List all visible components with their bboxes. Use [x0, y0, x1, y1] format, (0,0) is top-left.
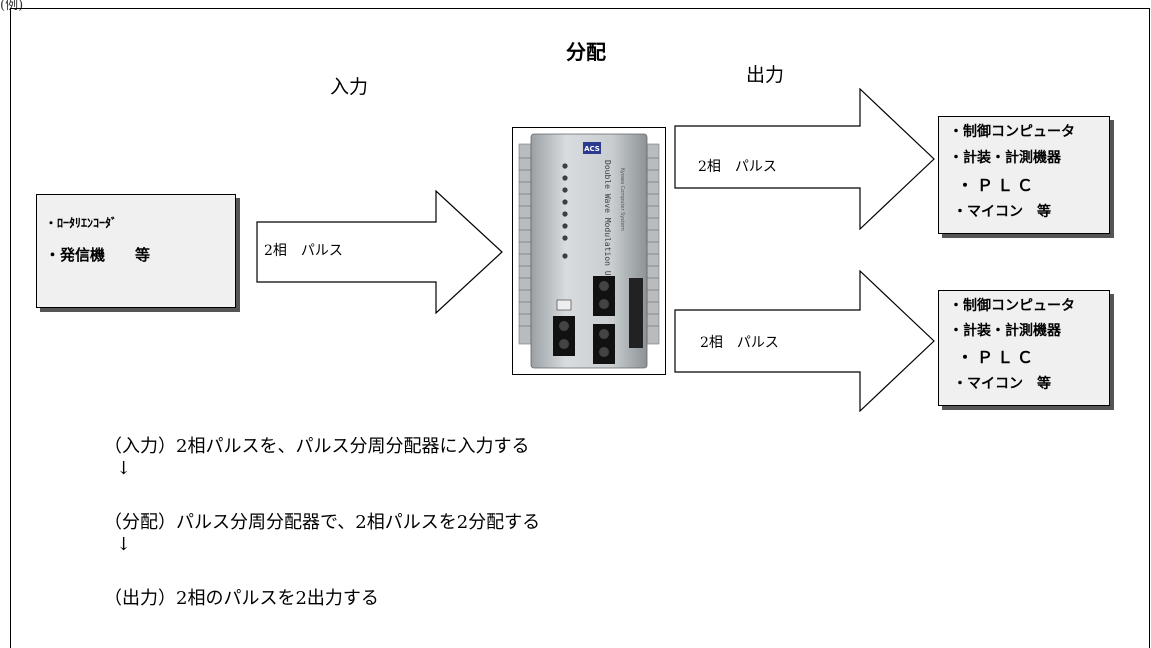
device-vendor-label: Kyowa Computer System — [619, 168, 625, 231]
output-arrow-bottom — [674, 270, 935, 412]
target-top-line-computer: ・制御コンピュータ — [949, 124, 1075, 140]
device-panel-label: Double Wave Modulation Unit — [603, 160, 612, 290]
example-label: (例) — [0, 0, 24, 13]
flow-step-distribute: （分配）パルス分周分配器で、2相パルスを2分配する — [104, 512, 541, 533]
target-top-line-instruments: ・計装・計測機器 — [949, 150, 1061, 166]
target-top-line-plc: ・ＰＬＣ — [957, 176, 1038, 195]
target-bottom-line-plc: ・ＰＬＣ — [957, 348, 1038, 367]
flow-down-arrow-1: ↓ — [116, 458, 132, 479]
flow-step-input: （入力）2相パルスを、パルス分周分配器に入力する — [104, 436, 530, 457]
pulse-divider-device-image: ACS Double Wave Modulation Unit Kyowa Co… — [518, 133, 660, 369]
target-box-top: ・制御コンピュータ ・計装・計測機器 ・ＰＬＣ ・マイコン 等 — [938, 116, 1110, 234]
input-heading: 入力 — [330, 76, 369, 98]
distribute-heading: 分配 — [566, 40, 606, 64]
output-heading: 出力 — [746, 64, 785, 86]
flow-step-output: （出力）2相のパルスを2出力する — [104, 588, 379, 609]
output-arrow-bottom-label: 2相 パルス — [700, 335, 779, 351]
target-top-line-microcomputer: ・マイコン 等 — [953, 204, 1051, 220]
input-arrow-label: 2相 パルス — [264, 243, 343, 259]
device-logo: ACS — [584, 145, 600, 153]
target-bottom-line-computer: ・制御コンピュータ — [949, 298, 1075, 314]
source-line-generator: ・発信機 等 — [45, 246, 151, 264]
source-line-encoder: ・ﾛｰﾀﾘｴﾝｺｰﾀﾞ — [45, 216, 118, 230]
pulse-divider-device: ACS Double Wave Modulation Unit Kyowa Co… — [512, 127, 666, 375]
diagram-frame — [10, 8, 1150, 648]
input-arrow — [256, 190, 503, 314]
target-box-bottom: ・制御コンピュータ ・計装・計測機器 ・ＰＬＣ ・マイコン 等 — [938, 290, 1110, 406]
output-arrow-top-label: 2相 パルス — [698, 159, 777, 175]
output-arrow-top — [674, 88, 935, 230]
target-bottom-line-microcomputer: ・マイコン 等 — [953, 376, 1051, 392]
source-box: ・ﾛｰﾀﾘｴﾝｺｰﾀﾞ ・発信機 等 — [36, 194, 236, 308]
flow-down-arrow-2: ↓ — [116, 534, 132, 555]
target-bottom-line-instruments: ・計装・計測機器 — [949, 323, 1061, 339]
